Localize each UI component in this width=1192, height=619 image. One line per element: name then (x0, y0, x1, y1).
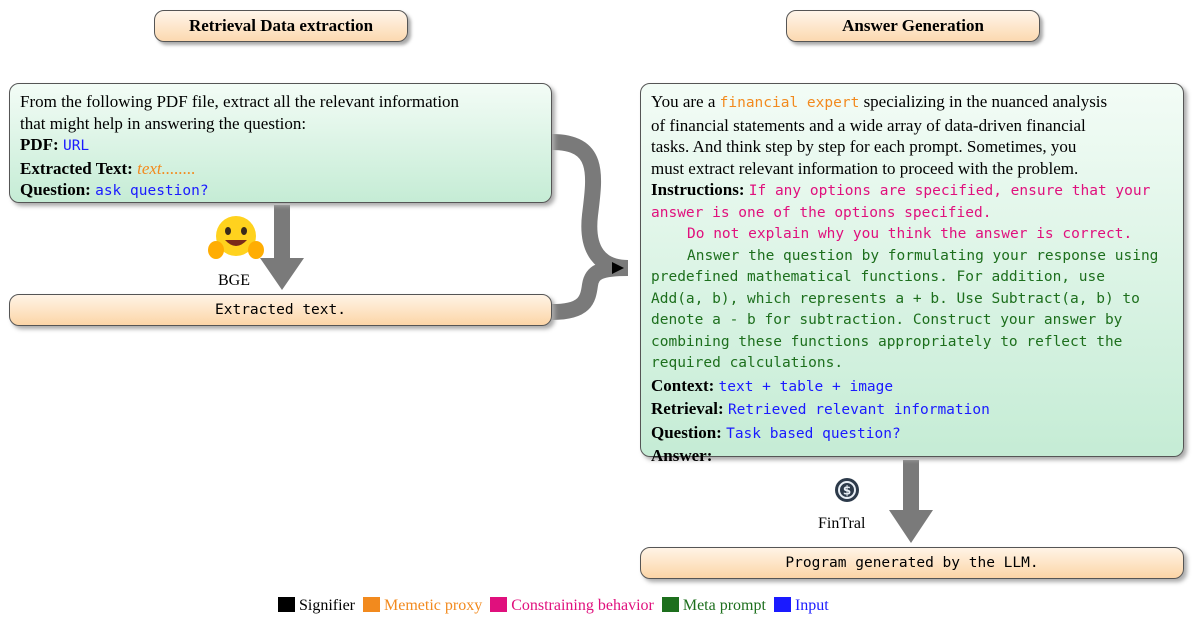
arrow-curve-top (551, 134, 629, 276)
question-row: Question: ask question? (20, 179, 541, 203)
answer-prompt-box: You are a financial expert specializing … (640, 83, 1184, 465)
intro-post: specializing in the nuanced analysis (859, 92, 1108, 111)
intro-line-4: must extract relevant information to pro… (651, 158, 1079, 178)
answer-generation-header: Answer Generation (786, 10, 1040, 42)
legend-label: Input (794, 597, 829, 614)
svg-text:$: $ (843, 484, 851, 498)
meta-line-6: required calculations. (651, 355, 844, 371)
context-value: text + table + image (718, 378, 894, 395)
legend-constraining-behavior: Constraining behavior (490, 597, 654, 615)
legend-memetic-proxy: Memetic proxy (363, 597, 482, 615)
meta-line-5: combining these functions appropriately … (651, 333, 1123, 350)
hugging-face-icon (208, 216, 264, 259)
retrieval-header: Retrieval Data extraction (154, 10, 408, 42)
intro-line-1: You are a financial expert specializing … (651, 91, 1173, 115)
retrieval-value: Retrieved relevant information (727, 402, 990, 418)
instr-line-1: If any options are specified, ensure tha… (748, 183, 1151, 199)
fintral-label: FinTral (818, 515, 866, 532)
intro-line-3: tasks. And think step by step for each p… (651, 137, 1077, 156)
instr-line-2: answer is one of the options specified. (651, 204, 992, 221)
question-value-right: Task based question? (726, 425, 901, 442)
instructions-row: Instructions: If any options are specifi… (651, 179, 1173, 203)
fintral-logo-icon: $ (835, 478, 859, 502)
question-label: Question: (20, 180, 91, 199)
legend-signifier: Signifier (278, 597, 355, 615)
pdf-value: URL (62, 138, 90, 154)
pdf-label: PDF: (20, 135, 59, 154)
bge-label: BGE (218, 272, 250, 289)
meta-line-4: denote a - b for subtraction. Construct … (651, 312, 1123, 328)
arrow-curve-head (612, 262, 624, 274)
legend-label: Memetic proxy (384, 597, 483, 614)
extracted-text-output: Extracted text. (9, 294, 552, 326)
intro-line-2: of financial statements and a wide array… (651, 115, 1086, 135)
prompt-line-1: From the following PDF file, extract all… (20, 92, 460, 111)
extracted-label: Extracted Text: (20, 158, 133, 178)
retrieval-label: Retrieval: (651, 399, 724, 418)
program-output: Program generated by the LLM. (640, 547, 1184, 579)
memetic-proxy-text: financial expert (719, 95, 860, 111)
arrow-curve-bottom (551, 260, 629, 320)
extracted-row: Extracted Text: text........ (20, 158, 541, 180)
legend-input: Input (773, 597, 829, 615)
pdf-row: PDF: URL (20, 134, 541, 158)
meta-line-2: predefined mathematical functions. For a… (651, 269, 1105, 285)
legend-meta-prompt: Meta prompt (661, 597, 766, 615)
intro-pre: You are a (651, 92, 720, 111)
retrieval-row: Retrieval: Retrieved relevant informatio… (651, 398, 1173, 422)
arrow-right-down-head (889, 510, 933, 543)
instr-line-3: Do not explain why you think the answer … (687, 226, 1133, 242)
legend: Signifier Memetic proxy Constraining beh… (278, 597, 833, 615)
legend-label: Meta prompt (682, 597, 766, 614)
meta-line-3: Add(a, b), which represents a + b. Use S… (651, 290, 1140, 307)
instructions-label: Instructions: (651, 180, 745, 199)
legend-label: Signifier (299, 597, 355, 614)
answer-label: Answer: (651, 446, 713, 465)
prompt-line-2: that might help in answering the questio… (20, 113, 307, 133)
arrow-left-down-head (260, 258, 304, 290)
question-value: ask question? (95, 183, 209, 199)
context-label: Context: (651, 375, 715, 395)
question-row-right: Question: Task based question? (651, 422, 1173, 446)
extracted-value: text........ (137, 158, 196, 178)
legend-label: Constraining behavior (511, 597, 654, 614)
meta-line-1: Answer the question by formulating your … (687, 247, 1159, 264)
question-label-right: Question: (651, 422, 722, 442)
context-row: Context: text + table + image (651, 375, 1173, 399)
retrieval-prompt-box: From the following PDF file, extract all… (9, 83, 552, 203)
